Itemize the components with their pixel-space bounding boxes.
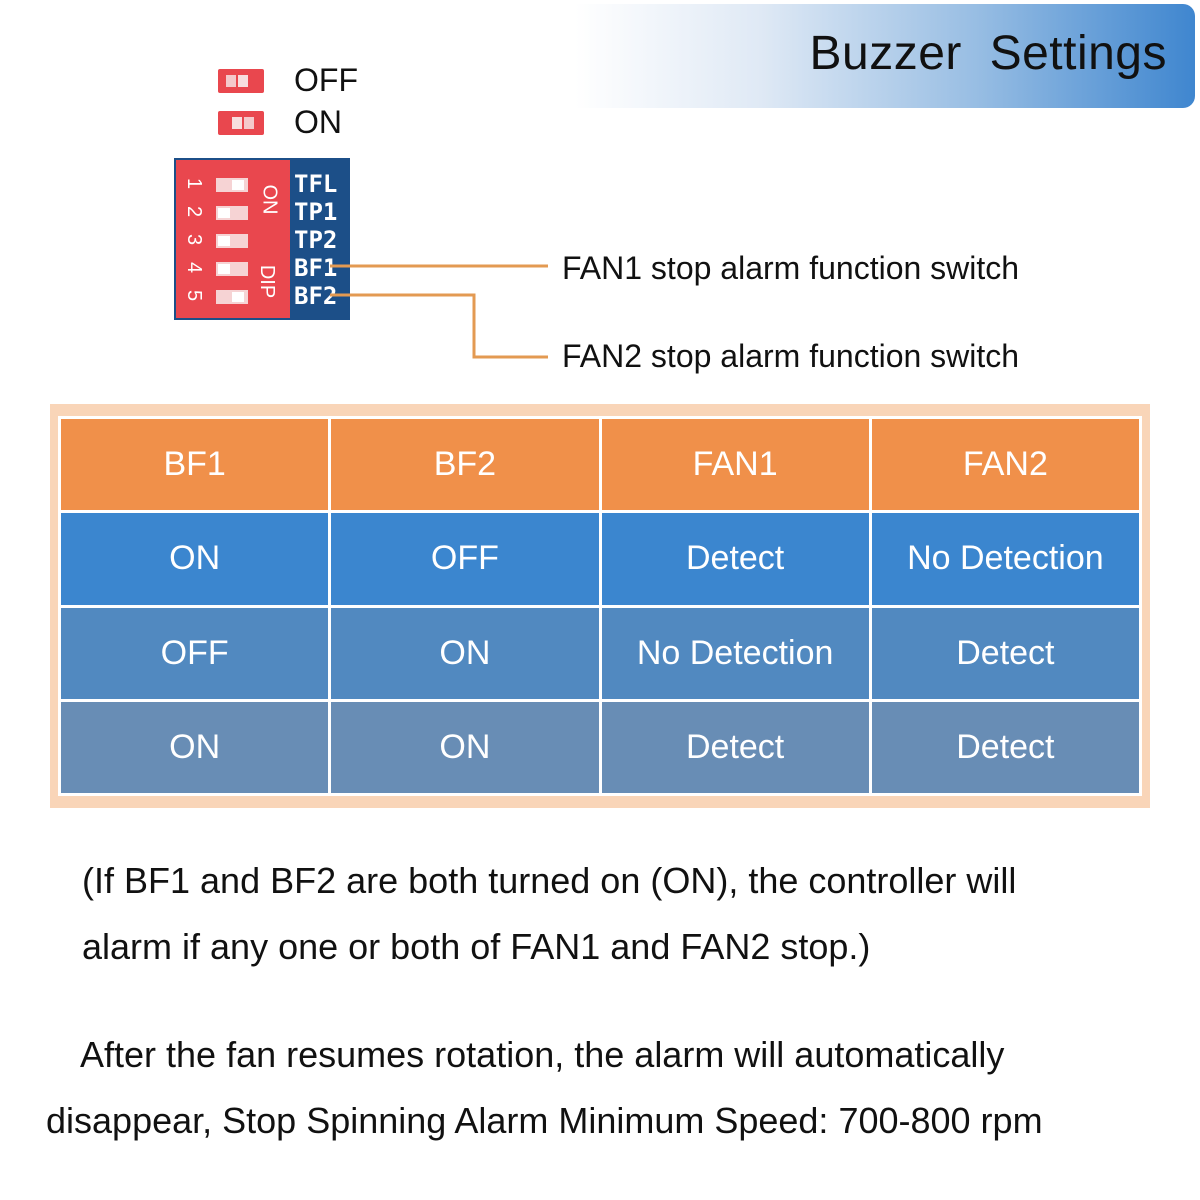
table-header-bf2: BF2 [331,419,599,511]
legend-on: ON [218,104,342,141]
table-cell: ON [331,701,599,793]
table-header-fan1: FAN1 [601,419,869,511]
page-title: Buzzer Settings [809,27,1167,80]
table-cell: Detect [601,701,869,793]
info-line-2: disappear, Stop Spinning Alarm Minimum S… [46,1100,1043,1141]
table-cell: Detect [871,607,1139,699]
table-cell: Detect [601,513,869,605]
table-cell: ON [61,701,329,793]
table-cell: ON [61,513,329,605]
callout-lines [330,264,548,359]
table-header-fan2: FAN2 [871,419,1139,511]
table-cell: ON [331,607,599,699]
dip-switch: 1 2 3 4 5 ON DIP TFL TP1 TP2 BF1 BF2 [174,158,350,320]
settings-table-frame: BF1 BF2 FAN1 FAN2 ON OFF Detect No Detec… [50,404,1150,808]
table-cell: No Detection [601,607,869,699]
callout-fan1: FAN1 stop alarm function switch [562,250,1020,286]
table-header-bf1: BF1 [61,419,329,511]
callout-fan2: FAN2 stop alarm function switch [562,338,1020,374]
switch-off-icon [218,68,264,93]
dip-label-tfl: TFL [294,170,338,198]
legend-on-label: ON [294,104,342,140]
dip-label-tp2: TP2 [294,226,338,254]
switch-on-icon [218,110,264,135]
dip-label-bf1: BF1 [294,254,338,282]
note-line-2: alarm if any one or both of FAN1 and FAN… [82,926,871,967]
info-line-1: After the fan resumes rotation, the alar… [80,1034,1005,1075]
settings-table: BF1 BF2 FAN1 FAN2 ON OFF Detect No Detec… [58,416,1142,796]
dip-switch-icon [174,158,350,320]
note-line-1: (If BF1 and BF2 are both turned on (ON),… [82,860,1017,901]
table-cell: OFF [331,513,599,605]
table-cell: Detect [871,701,1139,793]
legend-off-label: OFF [294,62,358,98]
title-banner: Buzzer Settings [575,4,1195,108]
dip-label-tp1: TP1 [294,198,338,226]
table-cell: OFF [61,607,329,699]
legend-off: OFF [218,62,358,99]
table-cell: No Detection [871,513,1139,605]
